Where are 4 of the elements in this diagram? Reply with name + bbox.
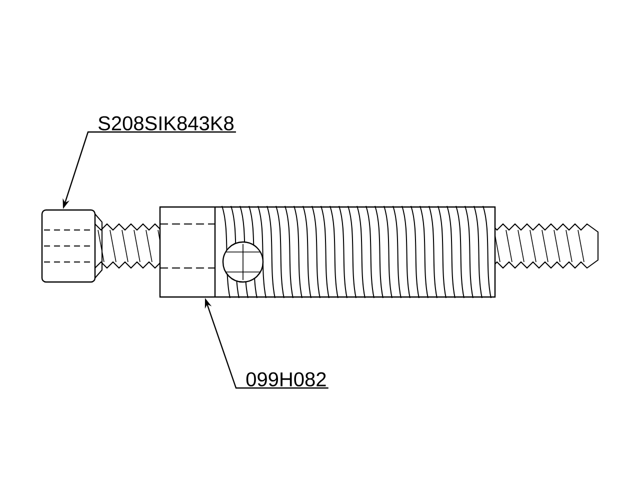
part-number: 099H082 [246, 372, 326, 386]
threaded-sleeve-drawing [159, 206, 496, 298]
screw-drawing [41, 209, 598, 283]
part-number: S208SIK843K8 [98, 116, 234, 130]
